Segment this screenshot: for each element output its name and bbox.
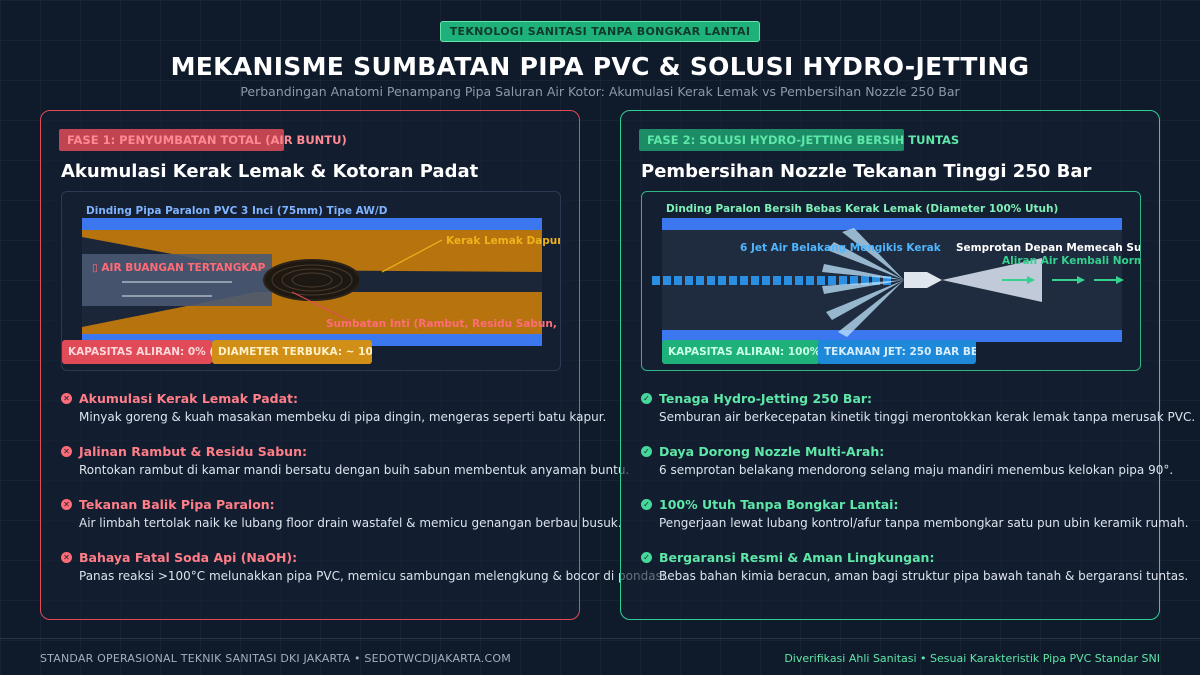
clean-channel: [662, 230, 1122, 330]
capacity-badge: KAPASITAS ALIRAN: 100% (PULIH): [662, 340, 820, 364]
check-icon: ✓: [641, 446, 652, 457]
check-icon: ✓: [641, 552, 652, 563]
header-badge: TEKNOLOGI SANITASI TANPA BONGKAR LANTAI: [440, 21, 760, 42]
jet-hose: [652, 276, 891, 285]
front-jet: [942, 258, 1042, 302]
x-icon: ✕: [61, 393, 72, 404]
feature-title: 100% Utuh Tanpa Bongkar Lantai:: [659, 497, 899, 512]
feature-desc: 6 semprotan belakang mendorong selang ma…: [659, 463, 1174, 477]
phase-2-label: FASE 2: SOLUSI HYDRO-JETTING BERSIH TUNT…: [647, 133, 960, 147]
page-subtitle: Perbandingan Anatomi Penampang Pipa Salu…: [240, 84, 960, 99]
clean-pipe-label: Dinding Paralon Bersih Bebas Kerak Lemak…: [666, 203, 1059, 215]
trapped-water: [82, 254, 272, 306]
core-blockage-label: Sumbatan Inti (Rambut, Residu Sabun, Tis…: [326, 318, 560, 330]
feature-desc: Bebas bahan kimia beracun, aman bagi str…: [659, 569, 1189, 583]
pipe-wall-label: Dinding Pipa Paralon PVC 3 Inci (75mm) T…: [86, 205, 388, 217]
x-icon: ✕: [61, 446, 72, 457]
feature-title: Akumulasi Kerak Lemak Padat:: [79, 391, 299, 406]
x-icon: ✕: [61, 552, 72, 563]
clean-pipe-diagram: Dinding Paralon Bersih Bebas Kerak Lemak…: [641, 191, 1141, 371]
diameter-badge: DIAMETER TERBUKA: ~ 10 mm (TERJEPIT): [212, 340, 372, 364]
flow-label: Aliran Air Kembali Normal (Lancar 100%): [1002, 255, 1140, 267]
rear-jet-label: 6 Jet Air Belakang Mengikis Kerak: [740, 242, 941, 254]
blockage-feature-list: ✕ Akumulasi Kerak Lemak Padat: Minyak go…: [61, 391, 669, 603]
list-item: ✕ Jalinan Rambut & Residu Sabun: Rontoka…: [61, 444, 629, 497]
list-item: ✓ Tenaga Hydro-Jetting 250 Bar: Semburan…: [641, 391, 1195, 444]
pressure-badge: TEKANAN JET: 250 BAR BEBAS KIMIA: [818, 340, 976, 364]
list-item: ✓ 100% Utuh Tanpa Bongkar Lantai: Penger…: [641, 497, 1189, 550]
solution-feature-list: ✓ Tenaga Hydro-Jetting 250 Bar: Semburan…: [641, 391, 1195, 603]
check-icon: ✓: [641, 393, 652, 404]
phase-1-tag: FASE 1: PENYUMBATAN TOTAL (AIR BUNTU): [59, 129, 355, 151]
feature-title: Bahaya Fatal Soda Api (NaOH):: [79, 550, 298, 565]
footer-source: STANDAR OPERASIONAL TEKNIK SANITASI DKI …: [40, 652, 511, 665]
feature-desc: Pengerjaan lewat lubang kontrol/afur tan…: [659, 516, 1189, 530]
page-title: MEKANISME SUMBATAN PIPA PVC & SOLUSI HYD…: [170, 52, 1030, 81]
feature-title: Jalinan Rambut & Residu Sabun:: [79, 444, 307, 459]
list-item: ✓ Bergaransi Resmi & Aman Lingkungan: Be…: [641, 550, 1188, 603]
blocked-pipe-illustration: [82, 218, 542, 346]
blockage-title: Akumulasi Kerak Lemak & Kotoran Padat: [61, 161, 479, 182]
narrow-opening: [360, 276, 542, 284]
feature-title: Tekanan Balik Pipa Paralon:: [79, 497, 275, 512]
blockage-panel: FASE 1: PENYUMBATAN TOTAL (AIR BUNTU) Ak…: [40, 110, 669, 620]
solution-panel: FASE 2: SOLUSI HYDRO-JETTING BERSIH TUNT…: [620, 110, 1195, 620]
pipe-wall-top: [662, 218, 1122, 230]
core-blockage: [263, 259, 361, 301]
feature-desc: Panas reaksi >100°C melunakkan pipa PVC,…: [79, 569, 669, 583]
feature-desc: Semburan air berkecepatan kinetik tinggi…: [659, 410, 1196, 424]
trapped-water-label: ▯ AIR BUANGAN TERTANGKAP: [92, 262, 266, 274]
hydro-jet-illustration: [652, 218, 1124, 342]
check-icon: ✓: [641, 499, 652, 510]
list-item: ✕ Bahaya Fatal Soda Api (NaOH): Panas re…: [61, 550, 669, 603]
capacity-badge: KAPASITAS ALIRAN: 0% (MACET): [62, 340, 212, 364]
feature-desc: Rontokan rambut di kamar mandi bersatu d…: [79, 463, 630, 477]
feature-title: Daya Dorong Nozzle Multi-Arah:: [659, 444, 885, 459]
nozzle-head: [904, 272, 942, 288]
list-item: ✓ Daya Dorong Nozzle Multi-Arah: 6 sempr…: [641, 444, 1173, 497]
feature-desc: Minyak goreng & kuah masakan membeku di …: [79, 410, 607, 424]
list-item: ✕ Tekanan Balik Pipa Paralon: Air limbah…: [61, 497, 622, 550]
pipe-wall-bottom: [662, 330, 1122, 342]
phase-2-tag: FASE 2: SOLUSI HYDRO-JETTING BERSIH TUNT…: [639, 129, 967, 151]
solution-title: Pembersihan Nozzle Tekanan Tinggi 250 Ba…: [641, 161, 1092, 182]
feature-title: Tenaga Hydro-Jetting 250 Bar:: [659, 391, 873, 406]
feature-desc: Air limbah tertolak naik ke lubang floor…: [79, 516, 622, 530]
phase-1-label: FASE 1: PENYUMBATAN TOTAL (AIR BUNTU): [67, 133, 347, 147]
flow-arrows: [1002, 276, 1124, 284]
rear-jets: [822, 228, 904, 337]
pipe-wall-top: [82, 218, 542, 230]
footer-verification: Diverifikasi Ahli Sanitasi • Sesuai Kara…: [784, 652, 1160, 665]
x-icon: ✕: [61, 499, 72, 510]
grease-label: Kerak Lemak Dapur Membatu (Sabun): [446, 235, 561, 247]
feature-title: Bergaransi Resmi & Aman Lingkungan:: [659, 550, 935, 565]
footer-divider: [0, 638, 1200, 639]
blocked-pipe-diagram: Dinding Pipa Paralon PVC 3 Inci (75mm) T…: [61, 191, 561, 371]
front-jet-label: Semprotan Depan Memecah Sumbatan: [956, 242, 1141, 254]
list-item: ✕ Akumulasi Kerak Lemak Padat: Minyak go…: [61, 391, 606, 444]
